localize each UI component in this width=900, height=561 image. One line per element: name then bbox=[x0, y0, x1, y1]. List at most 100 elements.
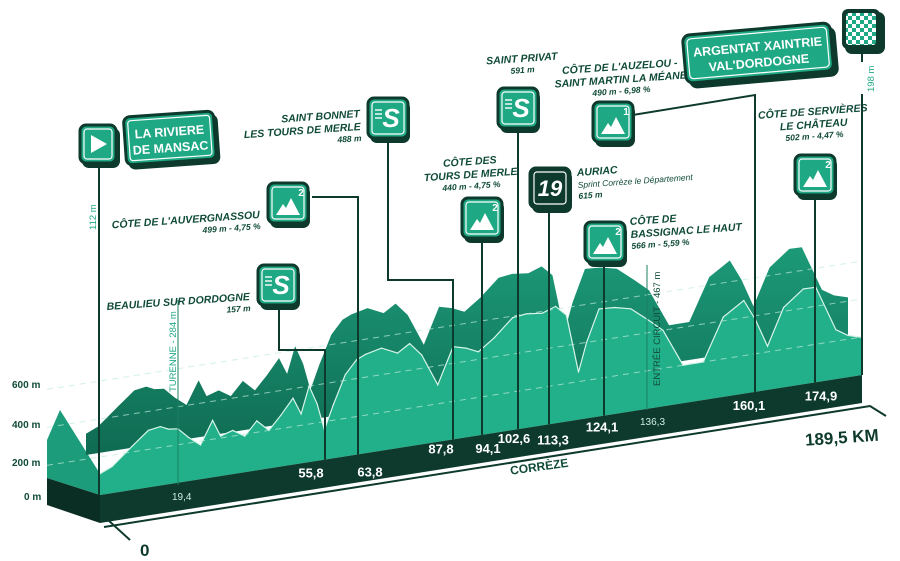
climb-category: 2 bbox=[298, 188, 304, 199]
sprint-icon: S bbox=[265, 270, 290, 300]
climb-category: 1 bbox=[623, 107, 629, 118]
profile-point bbox=[630, 308, 632, 310]
profile-point bbox=[111, 465, 113, 468]
point-name: SAINT BONNET bbox=[281, 108, 362, 126]
y-tick-label: 0 m bbox=[24, 492, 41, 503]
km-label: 174,9 bbox=[805, 388, 838, 403]
profile-point bbox=[802, 288, 804, 290]
profile-point bbox=[280, 414, 282, 416]
profile-point bbox=[847, 334, 849, 337]
checkered-flag-icon bbox=[846, 13, 876, 45]
profile-point bbox=[722, 316, 724, 318]
profile-point bbox=[332, 404, 334, 406]
profile-point bbox=[396, 352, 399, 354]
profile-point bbox=[577, 371, 580, 373]
km-label: 94,1 bbox=[475, 441, 500, 456]
total-distance: 189,5 KM bbox=[804, 426, 879, 450]
km-label: 113,3 bbox=[537, 432, 569, 447]
stage-point: 1 CÔTE DE L'AUZELOU -SAINT MARTIN LA MÉAN… bbox=[554, 56, 688, 147]
point-detail: 615 m bbox=[578, 189, 603, 201]
profile-point bbox=[511, 317, 514, 319]
y-axis: 600 m 400 m 200 m 0 m bbox=[12, 380, 41, 503]
marker-entree-circuit: ENTRÉE CIRCUIT - 467 m 136,3 bbox=[640, 265, 665, 428]
profile-point bbox=[131, 445, 133, 447]
start-altitude: 112 m bbox=[88, 204, 99, 230]
point-label: CÔTE DE L'AUZELOU -SAINT MARTIN LA MÉANE… bbox=[554, 56, 688, 98]
profile-point bbox=[220, 435, 222, 437]
profile-line bbox=[99, 286, 863, 475]
point-name: CÔTE DES bbox=[443, 153, 497, 170]
sprint-icon: S bbox=[375, 103, 400, 133]
mountain-icon bbox=[601, 117, 625, 134]
svg-text:S: S bbox=[512, 93, 530, 123]
profile-point bbox=[835, 329, 837, 331]
profile-point bbox=[244, 435, 246, 437]
climb-category: 2 bbox=[825, 160, 831, 171]
profile-point bbox=[585, 341, 588, 343]
profile-point bbox=[380, 347, 383, 349]
profile-point bbox=[355, 359, 358, 361]
svg-text:S: S bbox=[272, 270, 290, 300]
profile-point bbox=[344, 374, 346, 376]
y-tick-label: 200 m bbox=[12, 458, 40, 469]
climb-category: 2 bbox=[492, 203, 498, 214]
point-detail: 488 m bbox=[336, 133, 362, 145]
profile-point bbox=[647, 319, 649, 321]
profile-point bbox=[316, 403, 318, 405]
marker-label: ENTRÉE CIRCUIT - 467 m bbox=[652, 272, 663, 386]
profile-point bbox=[477, 351, 479, 353]
profile-left-face bbox=[47, 410, 100, 495]
profile-point bbox=[554, 305, 557, 307]
mountain-icon bbox=[470, 213, 494, 230]
y-tick-label: 400 m bbox=[12, 420, 40, 431]
gridline bbox=[46, 336, 863, 466]
point-name: CÔTE DE bbox=[629, 212, 677, 228]
finish-marker: 198 m bbox=[842, 9, 885, 375]
gridline bbox=[46, 298, 863, 428]
y-tick-label: 600 m bbox=[12, 380, 40, 391]
profile-point bbox=[437, 384, 439, 386]
point-detail: 566 m - 5,59 % bbox=[631, 237, 690, 251]
mountain-icon bbox=[276, 198, 300, 215]
marker-label: TURENNE - 284 m bbox=[168, 311, 179, 392]
finish-altitude: 198 m bbox=[866, 66, 877, 92]
connector-lines bbox=[278, 93, 816, 460]
km-label: 124,1 bbox=[586, 420, 619, 435]
mountain-icon bbox=[803, 170, 827, 187]
play-icon bbox=[91, 135, 107, 153]
marker-km: 136,3 bbox=[640, 417, 665, 428]
profile-point bbox=[614, 306, 616, 309]
connector-line bbox=[387, 140, 454, 440]
profile-point bbox=[292, 397, 294, 399]
start-marker: 112 m bbox=[78, 123, 120, 495]
climb-category: 2 bbox=[615, 227, 621, 238]
profile-point bbox=[565, 314, 568, 316]
km-label: 102,6 bbox=[498, 431, 531, 446]
point-detail: 591 m bbox=[510, 64, 535, 76]
profile-point bbox=[743, 299, 745, 302]
connector-line bbox=[632, 93, 756, 392]
profile-point bbox=[493, 337, 495, 339]
mountain-icon bbox=[593, 237, 617, 254]
start-town-sign: LA RIVIERE DE MANSAC bbox=[122, 109, 221, 170]
profile-point bbox=[159, 426, 161, 428]
profile-point bbox=[364, 353, 366, 356]
km-label: 63,8 bbox=[357, 464, 382, 479]
profile-point bbox=[409, 343, 411, 345]
profile-point bbox=[662, 329, 664, 331]
connector-line bbox=[278, 307, 326, 460]
profile-point bbox=[598, 308, 600, 310]
km-label: 55,8 bbox=[298, 466, 323, 481]
